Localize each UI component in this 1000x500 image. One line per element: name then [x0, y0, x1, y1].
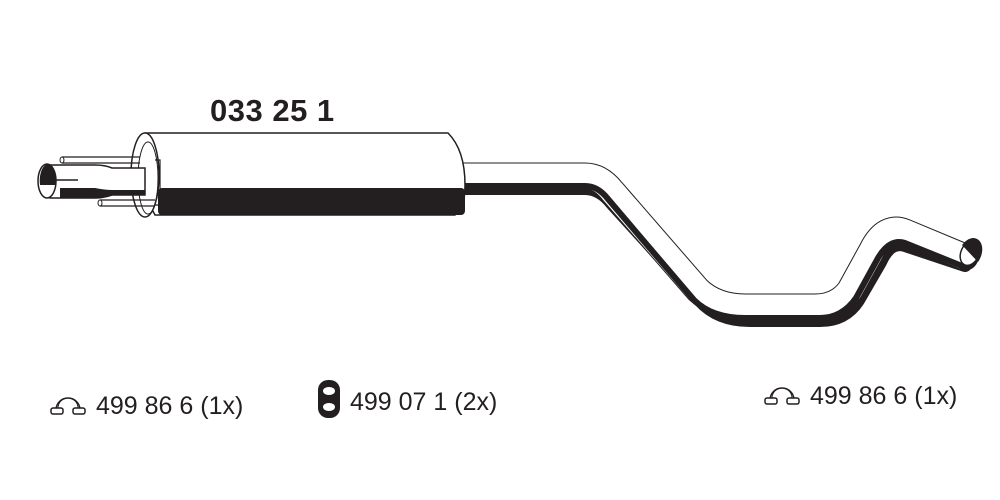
part-number-label: 033 25 1 — [210, 93, 335, 128]
accessory-clamp-rear: 499 86 6 (1x) — [762, 378, 957, 415]
accessory-rubber-mount: 499 07 1 (2x) — [316, 378, 497, 427]
clamp-icon — [762, 378, 802, 415]
accessory-clamp-front: 499 86 6 (1x) — [48, 388, 243, 425]
silencer-shadow — [158, 188, 465, 215]
accessory-label: 499 86 6 (1x) — [96, 392, 244, 420]
accessory-label: 499 07 1 (2x) — [350, 388, 498, 416]
rubber-mount-icon — [316, 378, 342, 427]
clamp-icon — [48, 388, 88, 425]
accessory-label: 499 86 6 (1x) — [810, 382, 958, 410]
